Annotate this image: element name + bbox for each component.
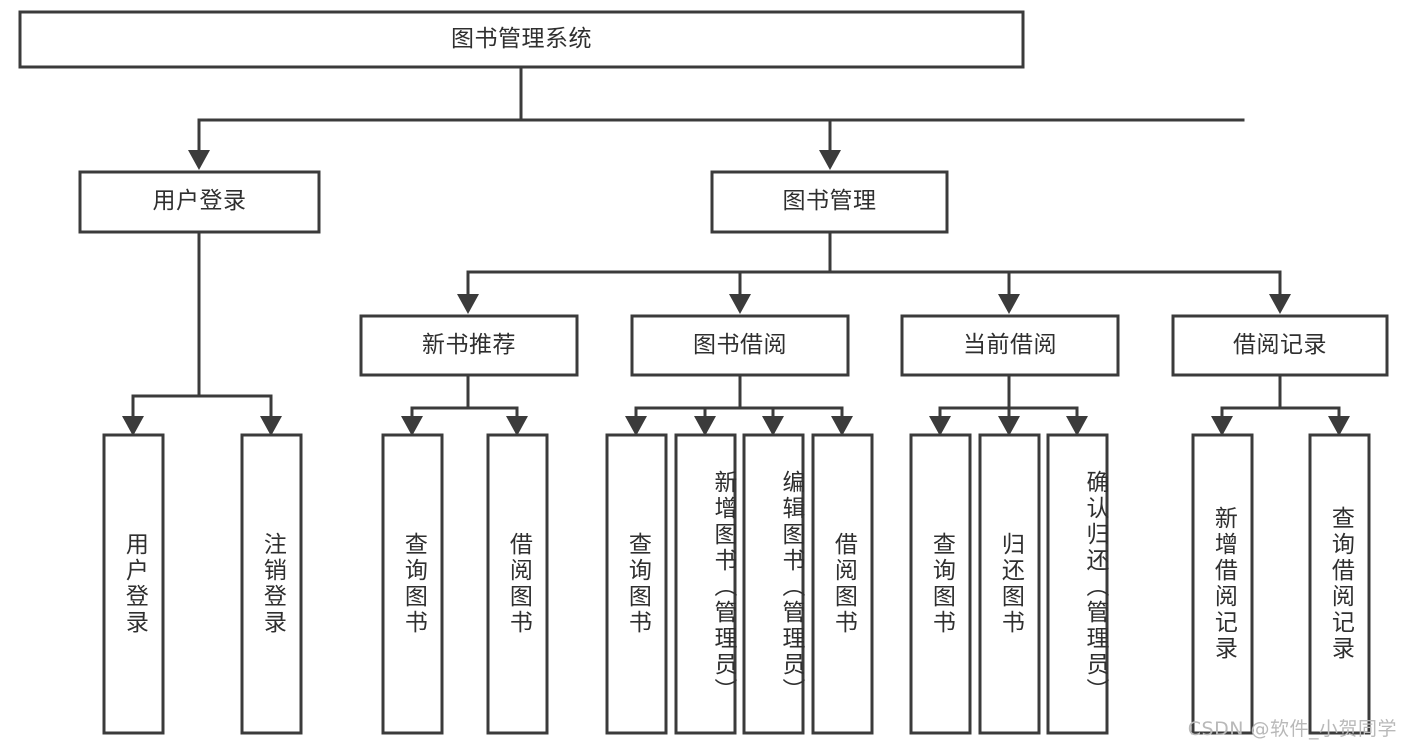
node-leaf-query-record[interactable] [1308,433,1371,735]
connector-borrow-record-to-leaves [1211,373,1350,436]
node-root[interactable] [18,10,1025,69]
node-leaf-user-logout[interactable] [240,433,303,735]
node-leaf-edit-book[interactable] [742,433,805,735]
node-book-borrow[interactable] [630,314,850,377]
node-current-borrow[interactable] [900,314,1120,377]
node-leaf-query-book-1[interactable] [381,433,444,735]
node-borrow-record[interactable] [1171,314,1389,377]
node-leaf-borrow-book-1[interactable] [486,433,549,735]
connector-new-book-recommend-to-leaves [401,373,528,436]
connector-current-borrow-to-leaves [929,373,1088,436]
node-leaf-user-login[interactable] [102,433,165,735]
node-leaf-return-book[interactable] [978,433,1041,735]
connector-book-management-to-level3 [457,230,1291,314]
node-leaf-confirm-return[interactable] [1046,433,1109,735]
node-book-management[interactable] [710,170,949,234]
node-new-book-recommend[interactable] [359,314,579,377]
connector-root-to-level2 [188,65,1245,170]
node-leaf-query-book-3[interactable] [909,433,972,735]
connector-book-borrow-to-leaves [625,373,853,436]
connector-user-login-to-leaves [122,230,282,436]
node-user-login[interactable] [78,170,321,234]
watermark-text: CSDN @软件_小贺同学 [1187,718,1397,740]
node-leaf-add-book[interactable] [674,433,737,735]
node-leaf-query-book-2[interactable] [605,433,668,735]
node-leaf-borrow-book-2[interactable] [811,433,874,735]
node-leaf-add-record[interactable] [1191,433,1254,735]
